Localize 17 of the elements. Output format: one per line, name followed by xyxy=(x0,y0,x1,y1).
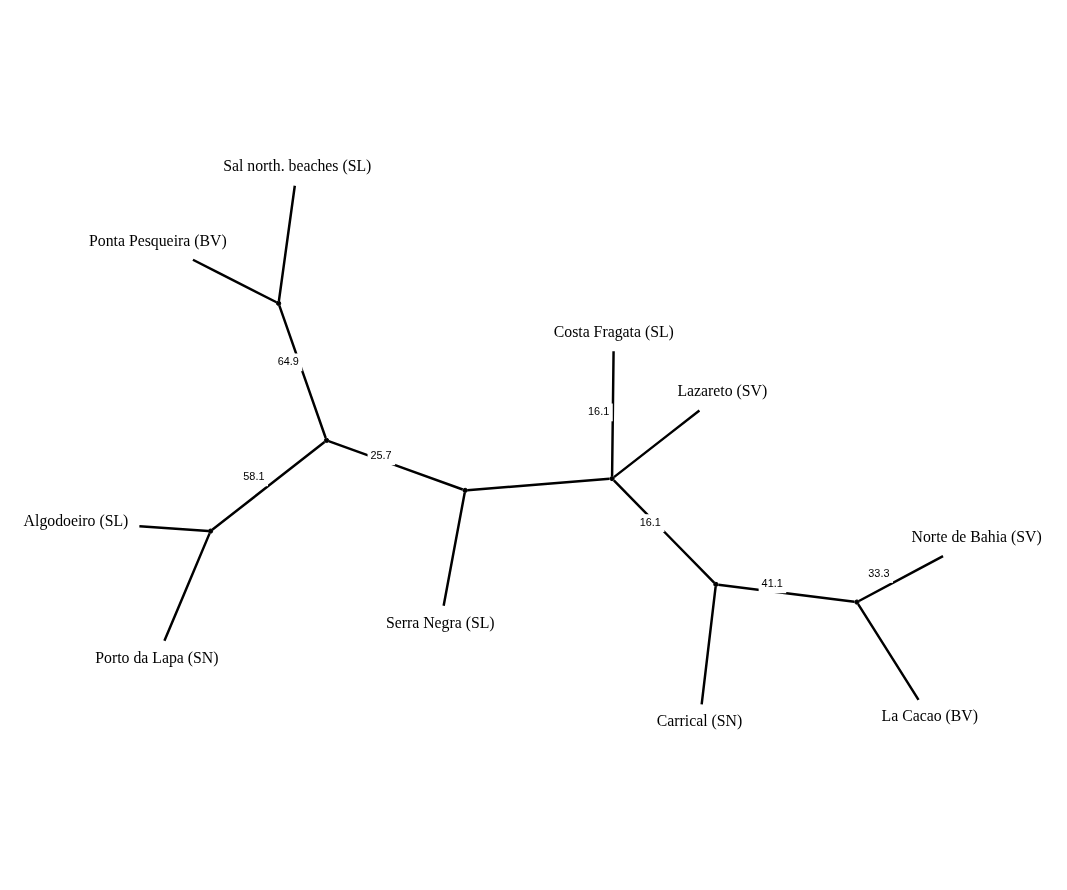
node-text: Costa Fragata (SL) xyxy=(553,323,674,341)
edge-label: 16.1 xyxy=(639,515,661,528)
node-text: Algodoeiro (SL) xyxy=(23,511,129,529)
node-text: Ponta Pesqueira (BV) xyxy=(89,231,227,249)
edge-label: 58.1 xyxy=(243,470,265,483)
node-text: Serra Negra (SL) xyxy=(385,613,495,631)
node-text: Sal north. beaches (SL) xyxy=(223,157,372,175)
edge-label: 16.1 xyxy=(588,405,610,418)
node-text: La Cacao (BV) xyxy=(881,707,979,725)
edge-label: 25.7 xyxy=(370,449,392,462)
edge-label: 64.9 xyxy=(277,355,299,368)
edge-label: 33.3 xyxy=(868,566,890,579)
node-text: Porto da Lapa (SN) xyxy=(95,648,219,666)
edge-label: 41.1 xyxy=(761,577,783,590)
node-text: Carrical (SN) xyxy=(656,712,743,730)
node-text: Lazareto (SV) xyxy=(677,382,768,400)
node-text: Norte de Bahia (SV) xyxy=(911,528,1042,546)
